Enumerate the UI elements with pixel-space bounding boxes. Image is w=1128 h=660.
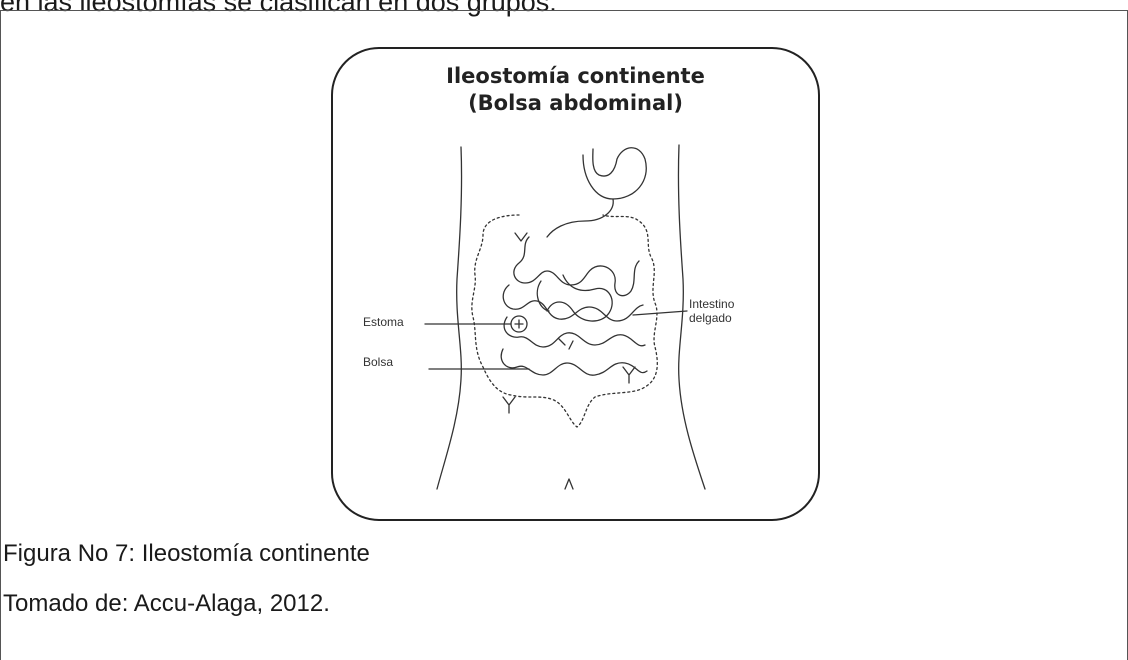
abdomen-anatomy-illustration [333,49,817,518]
label-delgado: delgado [689,311,732,325]
stomach [583,148,646,199]
colon-outline-dotted [472,215,657,427]
intestino-leader [633,311,687,315]
label-intestino: Intestino [689,297,734,311]
torso-left-outline [437,147,462,489]
figure-source: Tomado de: Accu-Alaga, 2012. [3,590,330,618]
figure-caption: Figura No 7: Ileostomía continente [3,540,370,568]
figure-illustration-box: Ileostomía continente (Bolsa abdominal) [331,47,820,521]
small-intestine [514,237,639,296]
label-bolsa: Bolsa [363,355,393,369]
body-mark [565,479,573,489]
label-estoma: Estoma [363,315,404,329]
